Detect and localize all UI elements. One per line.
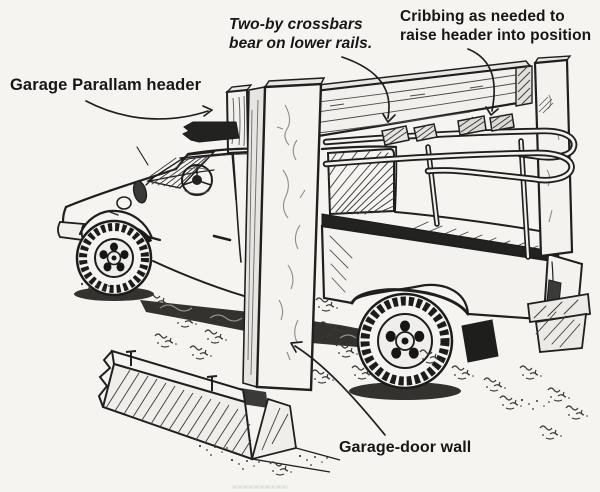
- cribbing-block: [457, 115, 487, 136]
- label-cribbing: Cribbing as needed to raise header into …: [400, 7, 591, 45]
- door-edge: [232, 152, 242, 263]
- arrowhead: [202, 105, 213, 117]
- label-cribbing-line2: raise header into position: [400, 27, 592, 44]
- crossbar: [381, 125, 410, 146]
- cribbing-blocks: [457, 113, 515, 136]
- front-wheel: [75, 219, 153, 297]
- leader-garage-door-wall: [290, 341, 386, 436]
- front-fender-arch: [78, 209, 154, 240]
- leader-cribbing: [467, 48, 499, 116]
- arrowhead: [485, 106, 499, 116]
- door-handle: [212, 234, 232, 242]
- label-garage-door-wall: Garage-door wall: [339, 439, 472, 456]
- cribbing-block: [489, 113, 515, 132]
- arrowhead: [382, 113, 396, 123]
- crossbar: [413, 123, 438, 142]
- label-cribbing-line1: Cribbing as needed to: [400, 8, 565, 25]
- label-two-by-crossbars: Two-by crossbars bear on lower rails.: [229, 15, 372, 53]
- pickup-bed: [320, 211, 591, 363]
- label-two-by-crossbars-line1: Two-by crossbars: [229, 16, 363, 33]
- rear-bumper: [527, 292, 591, 353]
- ground-line: [251, 447, 341, 473]
- leader-lines: [85, 48, 499, 436]
- label-garage-parallam-header: Garage Parallam header: [10, 76, 202, 94]
- leader-garage-parallam-header: [85, 100, 213, 120]
- front-bumper: [57, 221, 86, 242]
- anchor-bolt: [206, 375, 218, 391]
- anchor-bolt: [125, 350, 137, 366]
- mud-flap: [461, 319, 499, 363]
- faint-watermark: [232, 485, 288, 489]
- windshield: [146, 151, 216, 189]
- antenna: [136, 146, 149, 166]
- steering-wheel: [181, 164, 213, 196]
- wall-bottom-plate: [97, 349, 341, 473]
- leader-two-by-crossbars: [341, 56, 396, 123]
- two-by-crossbars: [381, 123, 438, 146]
- header-end-grain: [515, 65, 533, 107]
- garage-wall-post-near: [242, 77, 326, 392]
- arrowhead: [290, 341, 303, 353]
- rear-wheel-arch: [350, 288, 470, 316]
- header-dark-end-board: [182, 121, 240, 143]
- rear-wheel: [356, 292, 454, 390]
- plate-break-line: [97, 350, 113, 408]
- side-mirror: [132, 180, 148, 204]
- headlight: [116, 196, 132, 210]
- label-two-by-crossbars-line2: bear on lower rails.: [229, 35, 373, 52]
